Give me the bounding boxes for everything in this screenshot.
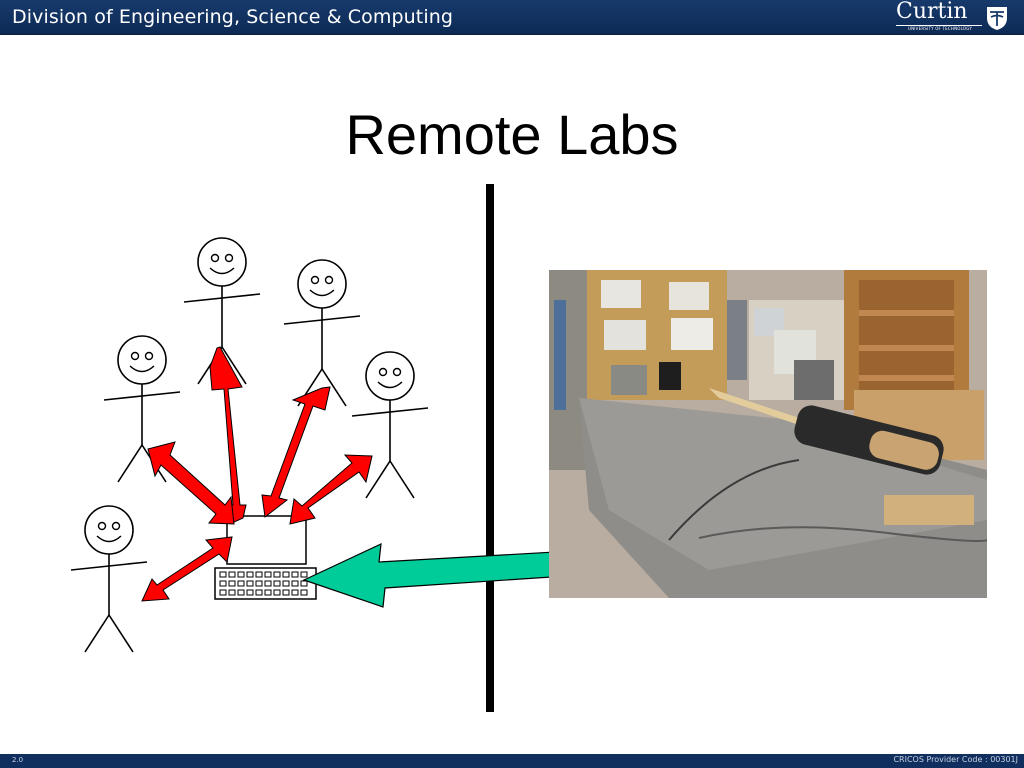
header-bar: Division of Engineering, Science & Compu… <box>0 0 1024 35</box>
user-arrow <box>141 536 233 602</box>
slide-title: Remote Labs <box>345 103 679 166</box>
crest-icon <box>987 7 1007 30</box>
version-label: 2.0 <box>12 756 24 764</box>
keyboard-icon <box>214 567 317 600</box>
lab-photo <box>549 270 987 598</box>
user-arrow <box>289 454 373 525</box>
user-arrow <box>261 386 331 518</box>
user-arrow <box>147 441 235 525</box>
stick-figure-icon <box>70 505 148 653</box>
footer-bar: 2.0 CRICOS Provider Code : 00301J <box>0 754 1024 768</box>
logo-wordmark: Curtin <box>896 0 968 24</box>
divider-line <box>486 184 494 712</box>
stick-figure-icon <box>283 259 361 407</box>
logo-rule <box>896 25 982 26</box>
user-arrow <box>209 346 247 524</box>
cricos-code: CRICOS Provider Code : 00301J <box>893 755 1018 764</box>
division-name: Division of Engineering, Science & Compu… <box>12 6 454 28</box>
curtin-logo: Curtin UNIVERSITY OF TECHNOLOGY <box>896 0 1008 32</box>
logo-subtitle: UNIVERSITY OF TECHNOLOGY <box>907 26 973 31</box>
